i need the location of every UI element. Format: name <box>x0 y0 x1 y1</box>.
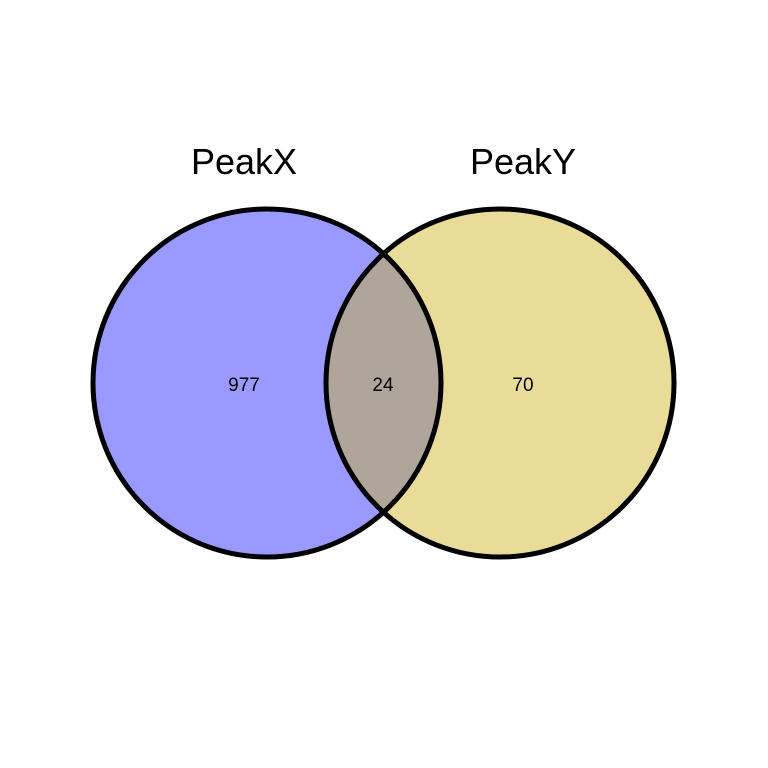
set-x-title: PeakX <box>191 141 297 182</box>
set-y-title: PeakY <box>470 141 576 182</box>
set-y-circle-outline <box>323 206 677 560</box>
set-x-only-count: 977 <box>228 375 260 396</box>
intersection-region <box>326 209 441 557</box>
set-x-circle-outline <box>90 206 444 560</box>
intersection-count: 24 <box>372 375 394 396</box>
set-y-only-count: 70 <box>512 375 533 396</box>
